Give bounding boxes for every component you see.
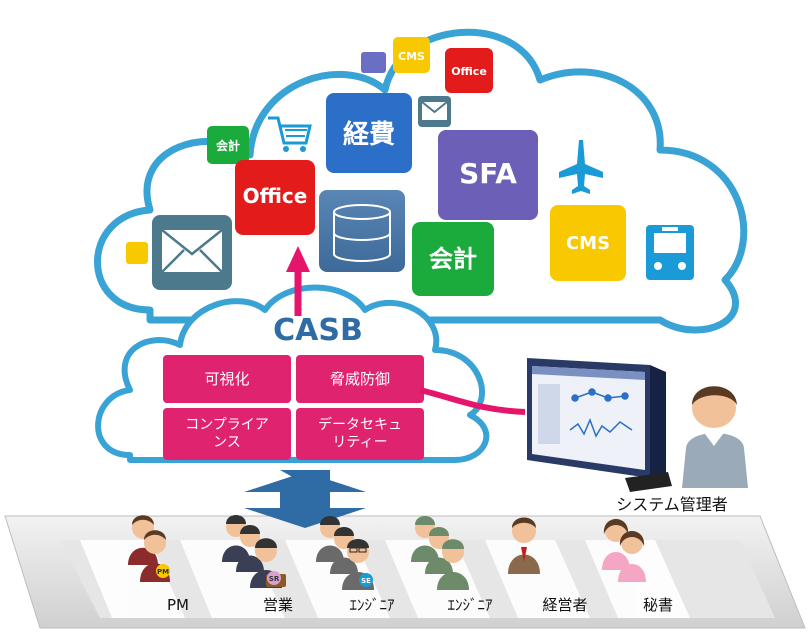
office-tile: Office: [235, 160, 315, 235]
casb-function-compliance: コンプライアンス: [163, 408, 291, 460]
compliance-label: コンプライアンス: [185, 417, 269, 451]
mail-large-icon: [152, 215, 232, 290]
user-floor: [4, 515, 806, 629]
user-group-secretary: [602, 519, 646, 582]
user-group-engineer: [411, 516, 469, 590]
casb-function-data-security: データセキュリティー: [296, 408, 424, 460]
casb-function-visibility: 可視化: [163, 355, 291, 403]
sfa-label: SFA: [459, 157, 517, 190]
se-badge: SE: [361, 577, 371, 585]
casb-title: CASB: [273, 313, 363, 348]
user-label-engineer-1: ｴﾝｼﾞﾆｱ: [349, 596, 395, 614]
data-security-label: データセキュリティー: [318, 416, 402, 451]
casb-admin-connector: [419, 387, 526, 415]
threat-protection-label: 脅威防御: [330, 370, 390, 388]
visibility-label: 可視化: [204, 370, 249, 388]
pm-badge: PM: [157, 568, 169, 576]
kaikei-label: 会計: [429, 245, 477, 273]
user-label-secretary: 秘書: [643, 596, 673, 614]
casb-function-threat-protection: 脅威防御: [296, 355, 424, 403]
airplane-icon: [559, 140, 603, 194]
mail-small-icon: [418, 96, 451, 127]
office-small-tile: Office: [445, 48, 493, 93]
kaikei-tile: 会計: [412, 222, 494, 296]
shopping-cart-icon: [268, 116, 312, 152]
bidirectional-arrow: [244, 470, 366, 528]
user-group-executive: [508, 517, 540, 574]
office-small-label: Office: [451, 65, 487, 78]
small-yellow-tile: [126, 242, 148, 264]
cms-label: CMS: [566, 233, 610, 254]
sr-badge: SR: [269, 575, 280, 583]
user-group-sales: SR: [222, 515, 286, 588]
small-purple-tile: [361, 52, 386, 73]
sfa-tile: SFA: [438, 130, 538, 220]
cms-small-tile: CMS: [393, 37, 430, 73]
database-tile: [319, 190, 405, 272]
user-label-sales: 営業: [263, 596, 293, 614]
train-icon: [646, 225, 694, 280]
user-label-pm: PM: [167, 596, 189, 614]
admin-label: システム管理者: [616, 495, 728, 514]
casb-to-cloud-arrow: [286, 246, 310, 316]
admin-person-icon: [682, 386, 748, 488]
office-label: Office: [243, 184, 308, 208]
user-label-executive: 経営者: [542, 596, 587, 614]
kaikei-small-label: 会計: [216, 138, 240, 153]
user-group-engineer-se: SE: [316, 516, 374, 590]
user-group-pm: PM: [128, 515, 170, 582]
kaikei-small-tile: 会計: [207, 126, 249, 164]
keihi-label: 経費: [343, 119, 395, 150]
admin-monitor-icon: [527, 358, 672, 492]
keihi-tile: 経費: [326, 93, 412, 173]
cms-tile: CMS: [550, 205, 626, 281]
user-label-engineer-2: ｴﾝｼﾞﾆｱ: [447, 596, 493, 614]
cms-small-label: CMS: [398, 50, 425, 63]
